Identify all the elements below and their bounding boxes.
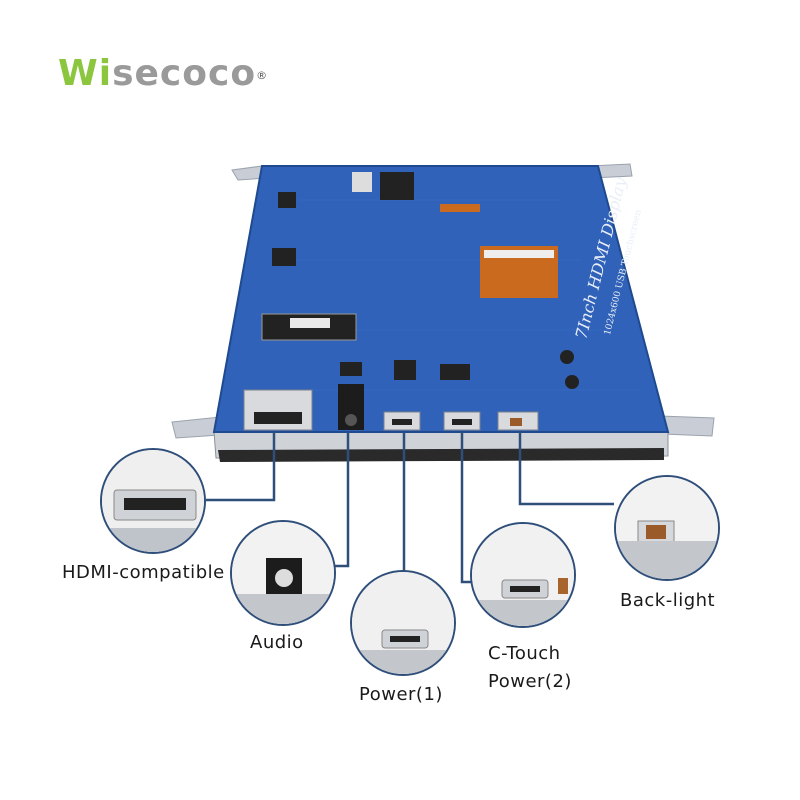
backlight-switch-closeup bbox=[616, 477, 718, 579]
hdmi-label: HDMI-compatible bbox=[62, 562, 225, 583]
logo-prefix: Wi bbox=[58, 53, 113, 94]
ctouch-label-line2: Power(2) bbox=[488, 671, 572, 692]
callout-audio bbox=[332, 432, 350, 568]
audio-zoom-circle bbox=[230, 520, 336, 626]
callout-backlight bbox=[518, 432, 614, 506]
small-chip-3 bbox=[340, 362, 362, 376]
logo-rest: secoco bbox=[112, 53, 257, 94]
ctouch-label-line1: C-Touch bbox=[488, 643, 561, 664]
backlight-zoom-circle bbox=[614, 475, 720, 581]
small-chip-1 bbox=[440, 364, 470, 380]
brand-logo: Wisecoco ® bbox=[58, 52, 267, 96]
ctouch-port-closeup bbox=[472, 524, 574, 626]
ctouch-zoom-circle bbox=[470, 522, 576, 628]
pcb bbox=[212, 165, 670, 433]
backlight-label: Back-light bbox=[620, 590, 716, 611]
hdmi-port-closeup bbox=[102, 450, 204, 552]
audio-jack-closeup bbox=[232, 522, 334, 624]
audio-label: Audio bbox=[250, 632, 304, 653]
ctouch-label: C-Touch Power(2) bbox=[488, 640, 572, 696]
power1-label: Power(1) bbox=[359, 684, 443, 705]
power1-port-closeup bbox=[352, 572, 454, 674]
callout-ctouch bbox=[460, 432, 472, 584]
hdmi-zoom-circle bbox=[100, 448, 206, 554]
registered-mark: ® bbox=[256, 69, 269, 82]
callout-hdmi bbox=[206, 432, 276, 502]
power1-zoom-circle bbox=[350, 570, 456, 676]
small-chip-2 bbox=[394, 360, 416, 380]
